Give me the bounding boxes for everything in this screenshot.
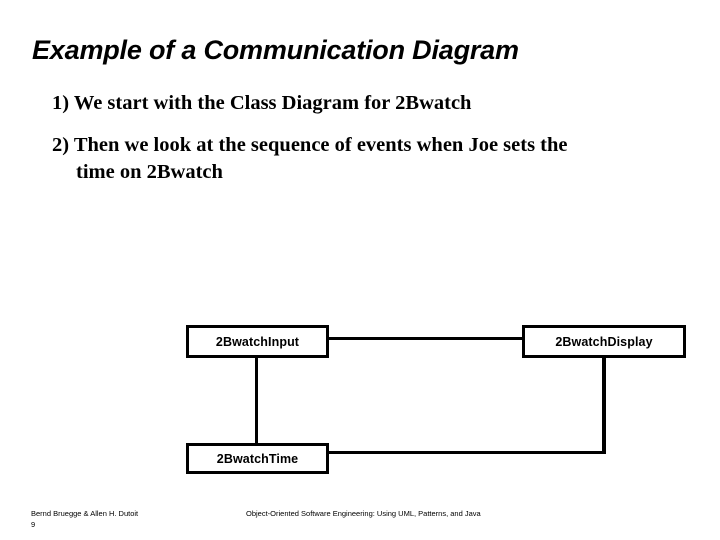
footer-book-title: Object-Oriented Software Engineering: Us… (246, 509, 481, 518)
bullet-item-2: 2) Then we look at the sequence of event… (52, 134, 568, 183)
slide-title: Example of a Communication Diagram (32, 35, 519, 65)
slide-footer: Bernd Bruegge & Allen H. Dutoit 9 Object… (0, 506, 720, 540)
footer-page-number: 9 (31, 520, 36, 529)
footer-author: Bernd Bruegge & Allen H. Dutoit (31, 509, 139, 518)
uml-object-2bwatchtime: 2BwatchTime (186, 443, 329, 474)
link-input-to-display (329, 337, 523, 340)
link-input-to-time (255, 356, 258, 445)
uml-object-2bwatchinput: 2BwatchInput (186, 325, 329, 358)
uml-object-2bwatchdisplay: 2BwatchDisplay (522, 325, 686, 358)
link-display-to-time-horizontal (329, 451, 606, 454)
link-display-to-time-vertical (602, 356, 606, 454)
bullet-list: 1) We start with the Class Diagram for 2… (52, 90, 652, 201)
bullet-item-1: 1) We start with the Class Diagram for 2… (52, 92, 472, 114)
